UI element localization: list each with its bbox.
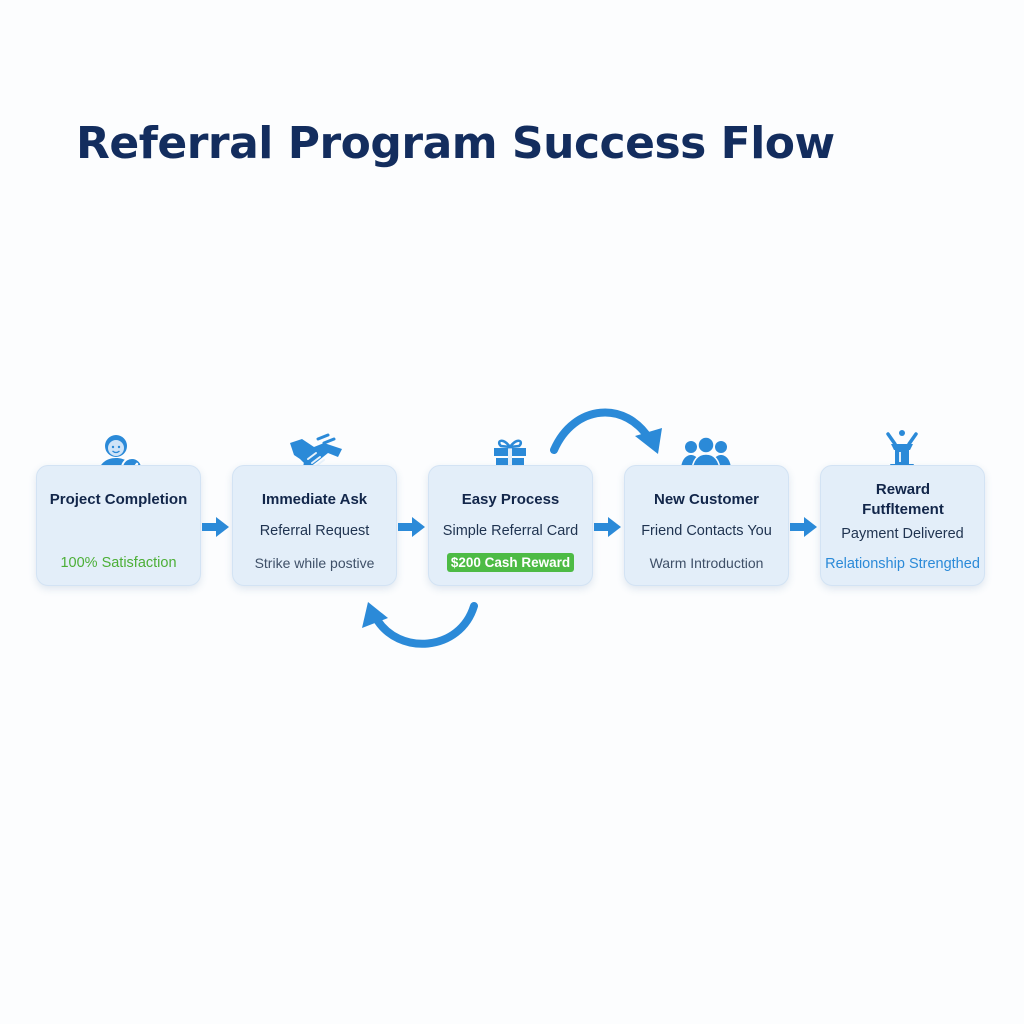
step-subtext: Relationship Strengthed — [825, 556, 980, 572]
handshake-icon — [290, 433, 342, 468]
cash-reward-badge: $200 Cash Reward — [446, 553, 575, 572]
step-heading: Easy Process — [461, 491, 560, 508]
step-detail: Referral Request — [259, 523, 370, 539]
flow-arrow-1 — [202, 517, 229, 537]
step-card-reward-fulfillment: Reward Futfltement Payment Delivered Rel… — [820, 465, 985, 586]
step-heading: Project Completion — [49, 491, 188, 508]
flow-arrow-3 — [594, 517, 621, 537]
step-detail: Simple Referral Card — [442, 523, 579, 539]
page-title: Referral Program Success Flow — [76, 118, 835, 169]
step-detail: Payment Delivered — [841, 526, 964, 542]
step-heading: New Customer — [653, 491, 760, 508]
bottom-loop-arrow — [362, 602, 478, 648]
cash-reward-badge-wrap: $200 Cash Reward — [429, 553, 592, 572]
flow-arrow-4 — [790, 517, 817, 537]
step-card-new-customer: New Customer Friend Contacts You Warm In… — [624, 465, 789, 586]
step-heading: Reward Futfltement — [862, 481, 944, 518]
top-loop-arrow — [550, 408, 662, 454]
step-card-easy-process: Easy Process Simple Referral Card $200 C… — [428, 465, 593, 586]
step-detail: Friend Contacts You — [641, 523, 772, 539]
step-subtext: 100% Satisfaction — [60, 555, 177, 571]
step-heading: Immediate Ask — [261, 491, 368, 508]
step-subtext: Strike while postive — [254, 555, 375, 571]
flow-arrow-2 — [398, 517, 425, 537]
step-card-immediate-ask: Immediate Ask Referral Request Strike wh… — [232, 465, 397, 586]
step-subtext: Warm Introduction — [649, 555, 764, 571]
step-card-project-completion: Project Completion 100% Satisfaction — [36, 465, 201, 586]
